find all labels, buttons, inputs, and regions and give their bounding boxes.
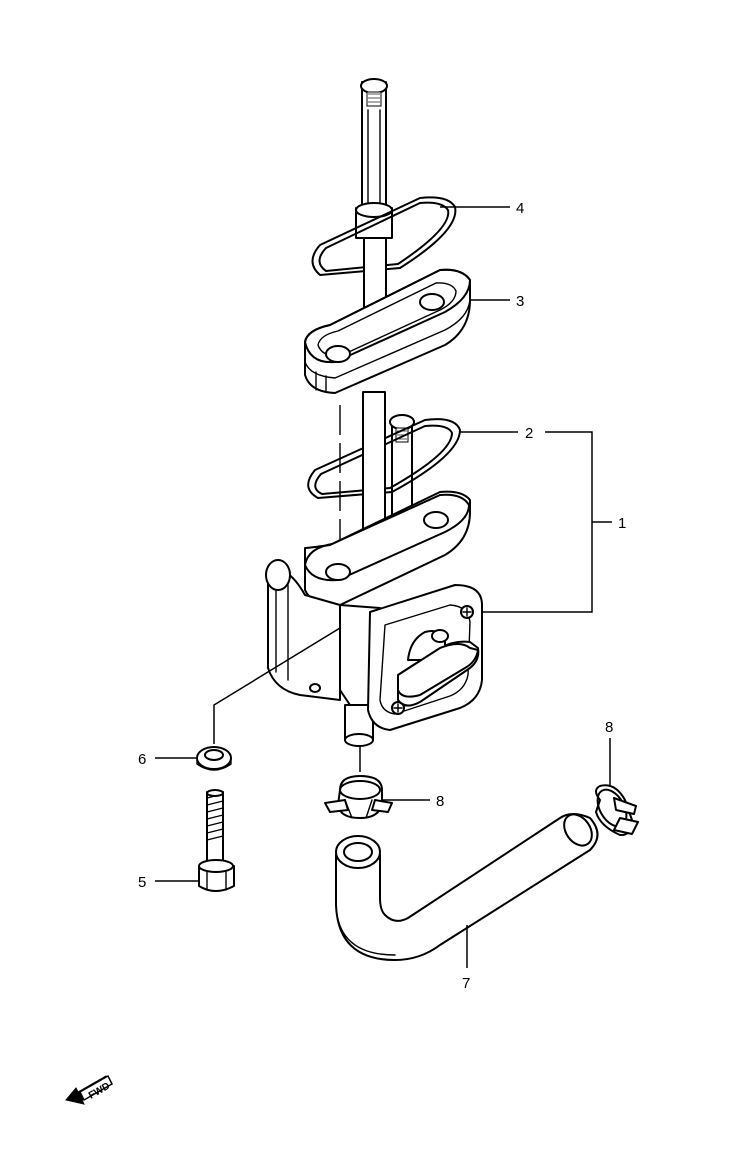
callout-8-right: 8 — [605, 719, 613, 736]
part-7-fuel-hose — [335, 813, 599, 961]
part-3-seal-plate — [304, 237, 471, 394]
callout-7: 7 — [462, 975, 470, 992]
callout-2: 2 — [525, 425, 533, 442]
callout-5: 5 — [138, 874, 146, 891]
callout-6: 6 — [138, 751, 146, 768]
fwd-arrow-icon: FWD — [65, 1074, 113, 1105]
callout-labels: 4 3 2 1 6 5 8 8 7 — [138, 200, 626, 992]
callout-3: 3 — [516, 293, 524, 310]
part-6-washer — [196, 746, 232, 771]
part-1-fuel-cock-body — [265, 391, 483, 747]
callout-8-center: 8 — [436, 793, 444, 810]
leader-lines — [155, 206, 612, 968]
part-5-bolt — [198, 789, 235, 892]
callout-1: 1 — [618, 515, 626, 532]
callout-4: 4 — [516, 200, 524, 217]
part-4-gasket — [311, 196, 457, 276]
fwd-label: FWD — [87, 1081, 112, 1102]
part-8-clamp-right — [595, 784, 639, 837]
part-8-clamp-center — [324, 775, 393, 819]
